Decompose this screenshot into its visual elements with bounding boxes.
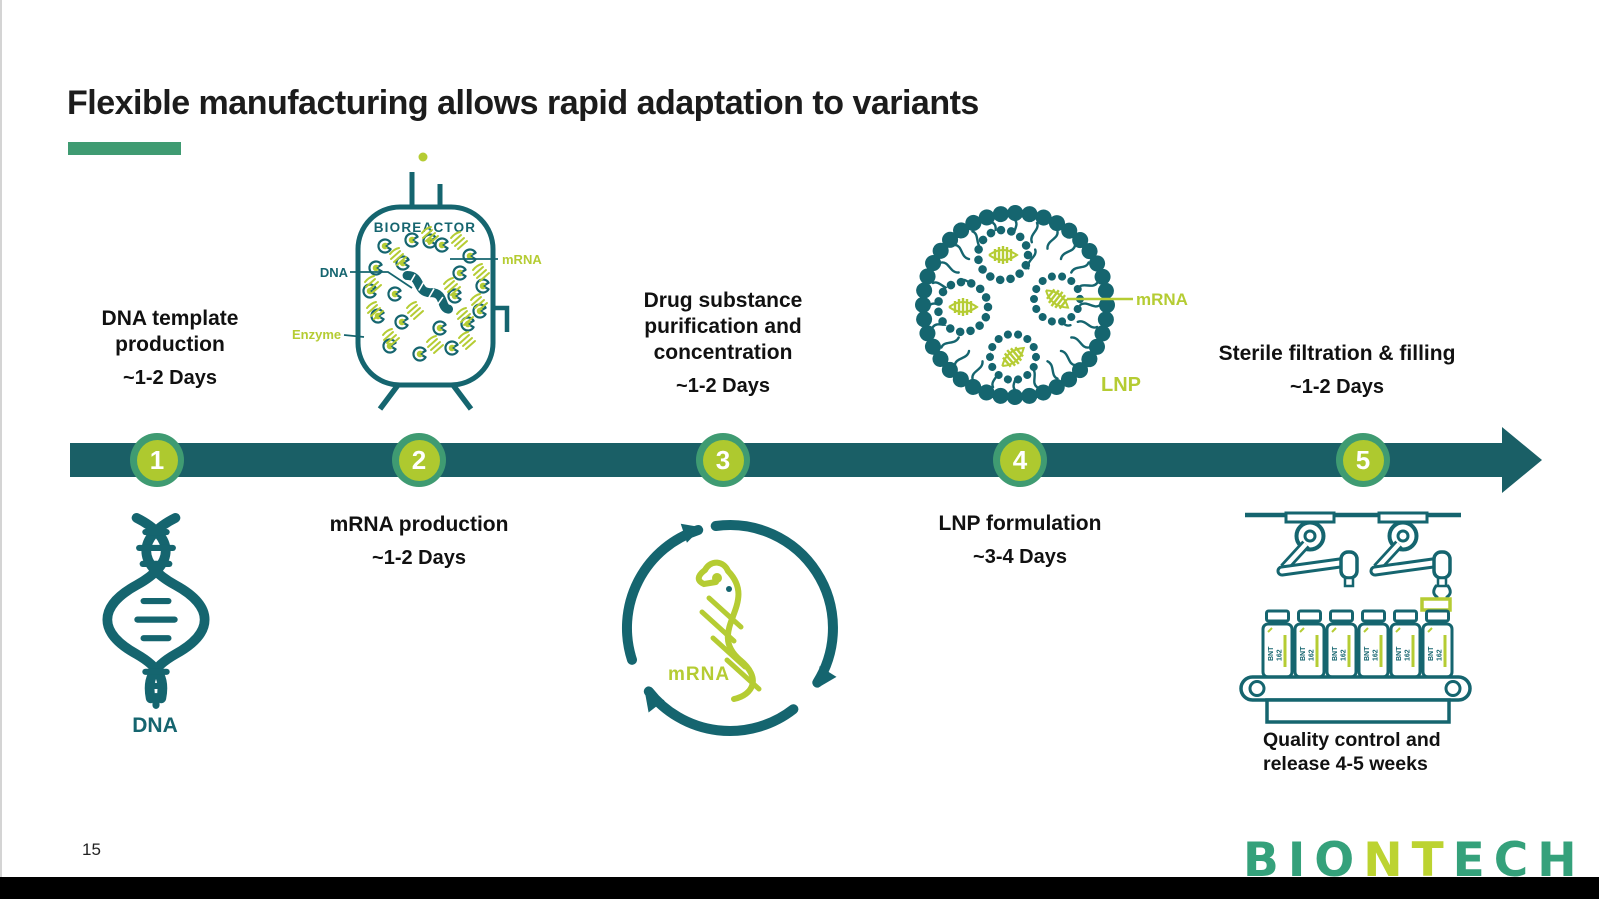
lnp-particle-illustration: mRNA LNP: [915, 205, 1188, 405]
mrna-vesicles: [933, 225, 1084, 384]
robot-arm-icon: [1282, 513, 1357, 586]
timeline-step-5-marker: 5: [1336, 433, 1390, 487]
enzyme-label-line: [343, 334, 365, 338]
quality-control-caption: Quality control and release 4-5 weeks: [1263, 729, 1493, 776]
filling-line-illustration: BNT 162: [1239, 498, 1472, 724]
bioreactor-top-dot: [418, 152, 428, 162]
step-5-label: Sterile filtration & filling ~1-2 Days: [1172, 341, 1502, 400]
robot-arm-icon: [1375, 513, 1450, 586]
step-number: 1: [136, 439, 178, 481]
cycle-arrows-icon: [621, 520, 838, 736]
step-number: 4: [999, 439, 1041, 481]
step-duration: ~1-2 Days: [372, 547, 466, 569]
lnp-label: LNP: [1101, 374, 1141, 396]
step-duration: ~3-4 Days: [973, 546, 1067, 568]
step-3-label: Drug substance purification and concentr…: [603, 288, 843, 399]
timeline-arrowhead-icon: [1502, 427, 1542, 493]
title-accent-bar: [68, 142, 181, 155]
step-number: 3: [702, 439, 744, 481]
lnp-body: [915, 205, 1115, 405]
bioreactor-title: BIOREACTOR: [374, 220, 477, 235]
bioreactor-dna-strand: [402, 271, 454, 314]
step-number: 2: [398, 439, 440, 481]
step-duration: ~1-2 Days: [123, 367, 217, 389]
step-title: DNA template production: [101, 307, 239, 356]
lnp-mrna-label: mRNA: [1136, 290, 1188, 309]
dna-helix-illustration: [102, 513, 210, 709]
step-1-label: DNA template production ~1-2 Days: [55, 306, 285, 391]
lipid-bead-ring: [915, 205, 1115, 405]
bioreactor-enzyme-label: Enzyme: [292, 327, 341, 342]
timeline-step-4-marker: 4: [993, 433, 1047, 487]
left-edge-line: [0, 0, 2, 899]
step-title: Sterile filtration & filling: [1218, 342, 1456, 365]
bioreactor-dna-label: DNA: [320, 265, 349, 280]
step-duration: ~1-2 Days: [1290, 376, 1384, 398]
dna-label-line: [350, 271, 413, 289]
mrna-strand-icon: [695, 559, 762, 702]
timeline-step-2-marker: 2: [392, 433, 446, 487]
page-title: Flexible manufacturing allows rapid adap…: [67, 84, 979, 122]
timeline-bar: [70, 443, 1502, 477]
mrna-cycle-label: mRNA: [668, 664, 730, 685]
step-duration: ~1-2 Days: [676, 375, 770, 397]
step-2-label: mRNA production ~1-2 Days: [299, 512, 539, 571]
caption-line2: release 4-5 weeks: [1263, 752, 1428, 775]
bioreactor-mrna-label: mRNA: [502, 252, 542, 267]
step-title: LNP formulation: [938, 512, 1102, 535]
dna-illustration-label: DNA: [132, 714, 178, 737]
vial-row: [1261, 609, 1454, 679]
timeline-step-1-marker: 1: [130, 433, 184, 487]
timeline-step-3-marker: 3: [696, 433, 750, 487]
caption-line1: Quality control and: [1263, 729, 1441, 751]
step-title: Drug substance purification and concentr…: [643, 289, 803, 364]
bioreactor-contents: [362, 226, 490, 362]
step-4-label: LNP formulation ~3-4 Days: [900, 511, 1140, 570]
mrna-cycle-illustration: mRNA: [621, 517, 838, 736]
vial-cap-icon: [1420, 597, 1452, 612]
gripper-claw-icon: [1432, 584, 1452, 599]
step-number: 5: [1342, 439, 1384, 481]
bioreactor-illustration: BIOREACTOR DNA mRNA E: [292, 152, 542, 411]
conveyor-belt: [1239, 675, 1472, 724]
page-number: 15: [82, 840, 101, 859]
bottom-black-bar: [0, 877, 1599, 899]
step-title: mRNA production: [329, 513, 509, 536]
